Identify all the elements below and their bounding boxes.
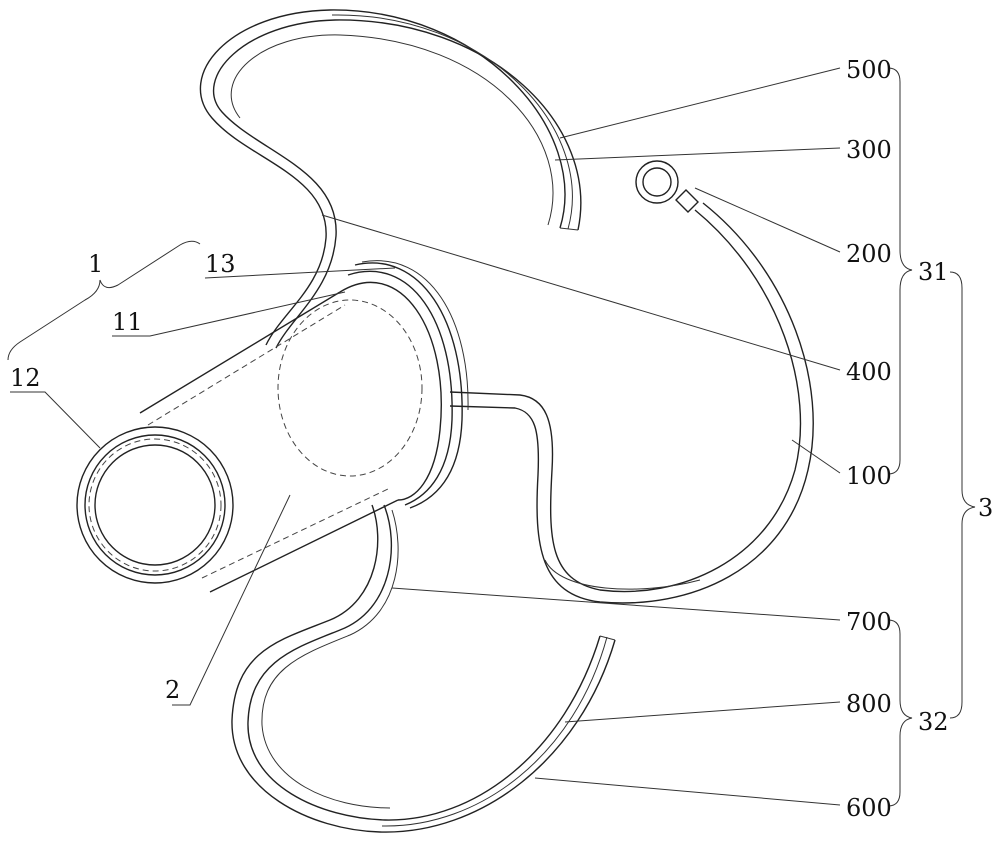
brace-3 bbox=[949, 271, 976, 719]
label-32: 32 bbox=[918, 708, 949, 736]
label-2: 2 bbox=[165, 676, 180, 704]
label-600: 600 bbox=[846, 794, 892, 822]
label-700: 700 bbox=[846, 608, 892, 636]
label-31: 31 bbox=[918, 258, 949, 286]
label-11: 11 bbox=[112, 308, 143, 336]
lower-blade bbox=[231, 504, 616, 833]
label-12: 12 bbox=[10, 364, 41, 392]
cylinder-body bbox=[76, 260, 469, 593]
leader-lines bbox=[10, 67, 841, 806]
label-3: 3 bbox=[978, 494, 993, 522]
brace-32 bbox=[887, 619, 913, 807]
label-400: 400 bbox=[846, 358, 892, 386]
brace-31 bbox=[887, 67, 913, 475]
label-1: 1 bbox=[88, 250, 103, 278]
label-300: 300 bbox=[846, 136, 892, 164]
brace-1 bbox=[7, 240, 201, 361]
tube-100 bbox=[449, 202, 814, 604]
label-200: 200 bbox=[846, 240, 892, 268]
ring-200 bbox=[635, 160, 699, 213]
upper-blade bbox=[199, 9, 582, 349]
label-500: 500 bbox=[846, 56, 892, 84]
label-100: 100 bbox=[846, 462, 892, 490]
label-800: 800 bbox=[846, 690, 892, 718]
label-13: 13 bbox=[205, 250, 236, 278]
